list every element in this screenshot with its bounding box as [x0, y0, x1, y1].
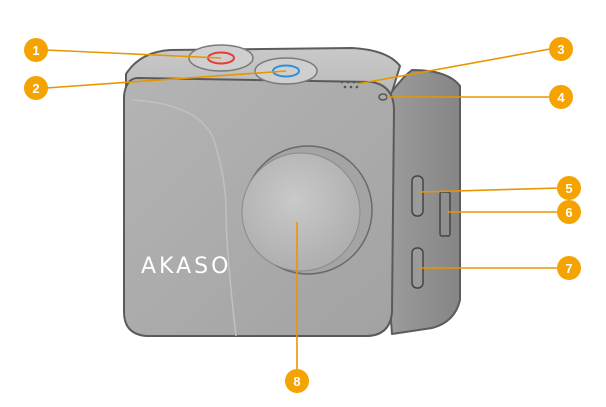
svg-text:4: 4	[557, 90, 565, 105]
callout-4: 4	[549, 85, 573, 109]
svg-text:1: 1	[32, 43, 39, 58]
callout-3: 3	[549, 37, 573, 61]
callout-leaders	[45, 48, 561, 370]
callout-1: 1	[24, 38, 48, 62]
svg-text:8: 8	[293, 374, 300, 389]
callout-5: 5	[557, 176, 581, 200]
lens	[241, 145, 373, 275]
callout-6: 6	[557, 200, 581, 224]
callout-2: 2	[24, 76, 48, 100]
memory-card-slot[interactable]	[439, 191, 451, 237]
svg-text:2: 2	[32, 81, 39, 96]
svg-text:7: 7	[565, 261, 572, 276]
callout-badges: 1 2 3 4 5 6 7 8	[24, 37, 581, 393]
svg-text:3: 3	[557, 42, 564, 57]
leader-1	[45, 49, 222, 59]
callout-7: 7	[557, 256, 581, 280]
brand-logo: AKASO	[141, 254, 231, 279]
callout-8: 8	[285, 369, 309, 393]
svg-text:6: 6	[565, 205, 572, 220]
usb-port[interactable]	[411, 175, 424, 217]
speaker	[340, 80, 359, 89]
leader-5	[419, 187, 561, 193]
front-panel-curve	[131, 99, 237, 337]
leader-2	[45, 70, 287, 89]
camera-body: AKASO	[123, 44, 461, 337]
svg-text:5: 5	[565, 181, 572, 196]
leader-3	[356, 48, 551, 85]
